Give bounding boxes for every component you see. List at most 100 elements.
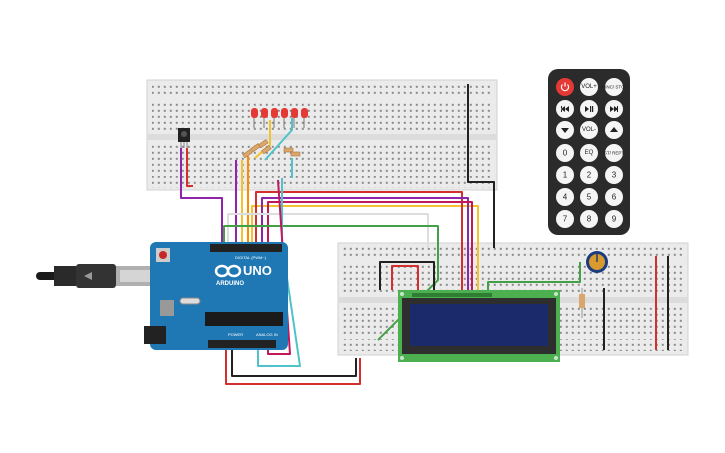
resistor-1 — [242, 149, 253, 159]
wire-red-lcd-power — [391, 265, 419, 290]
remote-button-one[interactable]: 1 — [556, 166, 574, 184]
remote-button-label: 6 — [612, 193, 617, 202]
remote-button-face — [580, 121, 598, 139]
remote-button-face — [605, 78, 623, 96]
remote-button-face — [605, 188, 623, 206]
digital-header-label: DIGITAL (PWM~) — [235, 255, 267, 260]
remote-button-next[interactable] — [605, 100, 623, 118]
wire-red-5v — [225, 348, 361, 385]
remote-button-func-stop[interactable]: FUNC/ STOP — [600, 78, 628, 96]
remote-button-label: VOL+ — [581, 84, 597, 90]
remote-button-two[interactable]: 2 — [580, 166, 598, 184]
remote-button-face — [556, 78, 574, 96]
remote-button-play-pause[interactable] — [580, 100, 598, 118]
remote-button-face — [556, 210, 574, 228]
remote-button-label: 2 — [587, 171, 592, 180]
arrow-down-icon — [561, 128, 569, 133]
wire-black-gnd — [231, 348, 357, 377]
wire-ir-gnd — [186, 148, 193, 187]
play-pause-icon — [585, 106, 594, 112]
wire-purple-lcd — [261, 197, 469, 290]
wire-red-lcd — [255, 191, 463, 290]
remote-button-face — [580, 144, 598, 162]
remote-button-face — [605, 166, 623, 184]
skip-forward-icon — [610, 106, 618, 112]
remote-button-face — [556, 166, 574, 184]
remote-button-label: 3 — [612, 171, 617, 180]
remote-button-vol-down[interactable]: VOL- — [580, 121, 598, 139]
remote-button-six[interactable]: 6 — [605, 188, 623, 206]
model-label: UNO — [243, 263, 272, 278]
resistor-6 — [290, 151, 301, 157]
wire-green-pot — [487, 262, 581, 290]
remote-button-four[interactable]: 4 — [556, 188, 574, 206]
wire-black-lcd-gnd — [379, 261, 435, 290]
resistor-array[interactable] — [242, 139, 301, 159]
remote-button-face — [580, 188, 598, 206]
remote-button-label: 7 — [563, 215, 568, 224]
resistor-5 — [283, 147, 294, 153]
ir-receiver[interactable] — [178, 128, 190, 148]
led-array[interactable] — [251, 108, 308, 128]
wire-magenta-lcd — [267, 201, 473, 290]
wire-black-top — [467, 84, 495, 248]
remote-button-three[interactable]: 3 — [605, 166, 623, 184]
arrow-up-icon — [610, 127, 618, 132]
skip-back-icon — [561, 106, 569, 112]
remote-button-prev[interactable] — [556, 100, 574, 118]
remote-button-eq[interactable]: EQ — [580, 144, 598, 162]
wire-white — [227, 213, 429, 248]
potentiometer[interactable] — [586, 251, 608, 273]
analog-header-label: ANALOG IN — [256, 332, 278, 337]
wires[interactable] — [180, 84, 669, 385]
led-1 — [251, 108, 258, 128]
remote-button-seven[interactable]: 7 — [556, 210, 574, 228]
remote-button-zero[interactable]: 0 — [556, 144, 574, 162]
resistor-4 — [261, 145, 272, 155]
remote-button-label: FUNC/ STOP — [600, 85, 627, 90]
remote-button-label: 4 — [563, 193, 568, 202]
wire-cyan-down — [257, 178, 301, 367]
remote-button-vol-up[interactable]: VOL+ — [580, 78, 598, 96]
brand-label: ARDUINO — [216, 281, 244, 287]
led-3 — [271, 108, 278, 128]
remote-button-face — [580, 166, 598, 184]
remote-button-label: 0 — [563, 149, 568, 158]
power-header-label: POWER — [228, 332, 243, 337]
remote-button-face — [556, 144, 574, 162]
breadboard-top[interactable] — [146, 79, 498, 191]
remote-button-label: ST/ REPT — [604, 151, 625, 156]
ir-remote[interactable]: VOL+FUNC/ STOP VOL- 0 EQ ST/ REPT 1 2 3 4 5 6 7 8 9 — [548, 69, 630, 235]
remote-button-label: 1 — [563, 171, 568, 180]
remote-button-down[interactable] — [556, 121, 574, 139]
wire-led-4 — [254, 120, 271, 159]
remote-button-label: EQ — [585, 150, 594, 156]
remote-button-five[interactable]: 5 — [580, 188, 598, 206]
remote-button-nine[interactable]: 9 — [605, 210, 623, 228]
remote-button-face — [580, 210, 598, 228]
led-6 — [301, 108, 308, 128]
remote-button-st-rept[interactable]: ST/ REPT — [604, 144, 625, 162]
remote-button-up[interactable] — [605, 121, 623, 139]
arduino-uno-board[interactable]: UNO ARDUINO DIGITAL (PWM~) POWER ANALOG … — [144, 242, 288, 350]
led-2 — [261, 108, 268, 128]
usb-cable[interactable] — [36, 264, 156, 288]
resistor-lcd[interactable] — [579, 288, 585, 318]
remote-button-power[interactable] — [556, 78, 574, 96]
wire-ir-signal — [180, 148, 223, 244]
power-icon — [560, 82, 570, 92]
led-5 — [291, 108, 298, 128]
remote-button-label: VOL- — [582, 127, 596, 133]
remote-button-label: 9 — [612, 215, 617, 224]
remote-button-face — [556, 188, 574, 206]
remote-button-eight[interactable]: 8 — [580, 210, 598, 228]
remote-button-face — [580, 78, 598, 96]
remote-button-face — [605, 144, 623, 162]
resistor-3 — [258, 139, 269, 149]
lcd-16x2[interactable] — [398, 290, 560, 362]
infinity-logo-icon — [214, 264, 242, 278]
remote-button-face — [605, 210, 623, 228]
led-4 — [281, 108, 288, 128]
